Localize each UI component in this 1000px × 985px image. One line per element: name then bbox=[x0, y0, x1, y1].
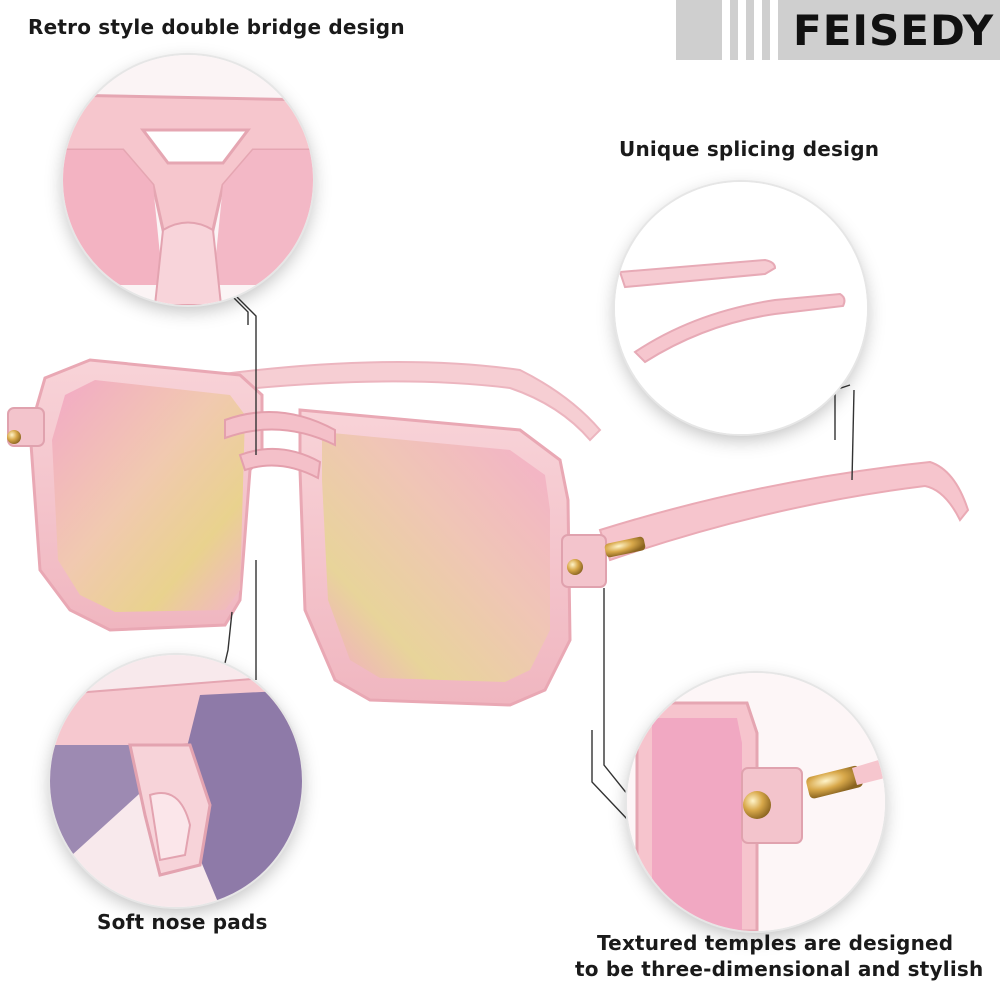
detail-circle-splicing bbox=[615, 182, 867, 434]
right-hinge-stud bbox=[567, 559, 583, 575]
caption-bridge: Retro style double bridge design bbox=[28, 15, 405, 39]
lower-bridge bbox=[238, 447, 322, 480]
brand-stripe-3 bbox=[746, 0, 754, 60]
caption-nose-pads: Soft nose pads bbox=[97, 910, 268, 934]
brand-banner bbox=[778, 0, 1000, 60]
back-temple bbox=[178, 361, 602, 442]
brand-stripe-1 bbox=[676, 0, 722, 60]
detail-circle-bridge bbox=[63, 55, 313, 305]
detail-circle-nose-pads bbox=[50, 655, 302, 907]
caption-temples-line1: Textured temples are designed bbox=[597, 931, 954, 955]
right-hinge-block bbox=[561, 534, 607, 588]
top-bridge bbox=[224, 411, 336, 447]
connector-bridge bbox=[231, 295, 249, 325]
connector-temples-2 bbox=[591, 730, 629, 821]
connector-bridge-2 bbox=[235, 295, 257, 455]
caption-splicing: Unique splicing design bbox=[619, 137, 880, 161]
connector-splicing bbox=[834, 384, 851, 440]
detail-circle-temples bbox=[627, 673, 885, 931]
right-hinge-pin bbox=[604, 536, 646, 558]
brand-stripe-2 bbox=[730, 0, 738, 60]
front-temple bbox=[598, 460, 970, 562]
left-hinge-stud bbox=[7, 430, 21, 444]
caption-temples-line2: to be three-dimensional and stylish bbox=[575, 957, 984, 981]
brand-logo-text: FEISEDY bbox=[793, 6, 995, 55]
right-lens bbox=[322, 432, 550, 682]
brand-stripe-4 bbox=[762, 0, 770, 60]
left-lens bbox=[52, 380, 245, 612]
connector-splicing-2 bbox=[851, 389, 855, 481]
